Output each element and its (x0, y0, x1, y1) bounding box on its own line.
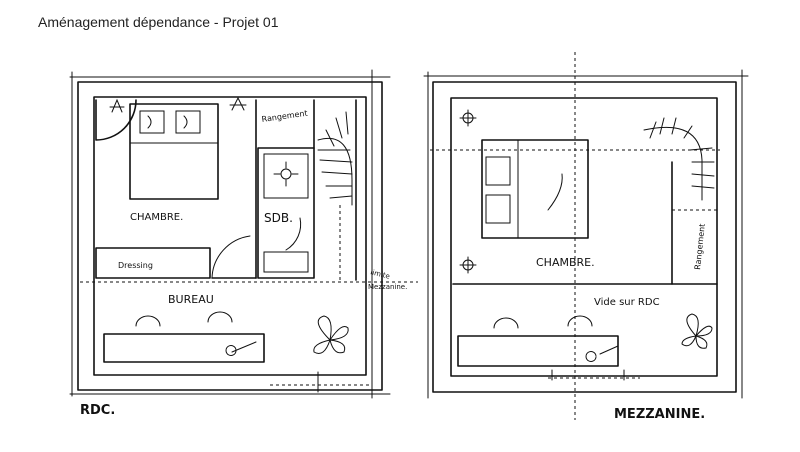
rdc-outer-wall (77, 81, 383, 391)
mezz-stairs (643, 126, 703, 201)
rdc-limit-note-1: limite (370, 268, 391, 281)
rdc-bed (129, 103, 219, 200)
page-title: Aménagement dépendance - Projet 01 (38, 14, 279, 30)
rdc-chambre-label: CHAMBRE. (130, 212, 183, 223)
mezz-plan-label: MEZZANINE. (614, 407, 705, 422)
rdc-sink (263, 251, 309, 273)
mezz-chambre-label: CHAMBRE. (536, 256, 595, 269)
rdc-sdb-label: SDB. (264, 211, 293, 225)
mezz-pillow-top (485, 156, 511, 186)
rdc-desk (103, 333, 265, 363)
rdc-dressing (95, 247, 211, 279)
rdc-dressing-label: Dressing (118, 261, 153, 270)
rdc-shower (263, 153, 309, 199)
mezz-vide-label: Vide sur RDC (594, 297, 660, 308)
mezz-outer-wall (432, 81, 737, 393)
rdc-bathroom (257, 147, 315, 279)
rdc-bureau-label: BUREAU (168, 293, 214, 306)
rdc-pillow-right (175, 110, 201, 134)
mezz-rangement-label: Rangement (693, 223, 707, 270)
rdc-plan: CHAMBRE. SDB. Rangement Dressing BUREAU … (69, 69, 418, 418)
rdc-plant (313, 315, 349, 354)
rdc-stairs (317, 138, 353, 206)
rdc-limit-note-2: Mezzanine. (368, 283, 407, 291)
rdc-entry-door (95, 99, 137, 141)
mezz-pillow-bottom (485, 194, 511, 224)
mezz-plant (681, 313, 713, 349)
mezz-desk-outline (457, 335, 619, 367)
rdc-pillow-left (139, 110, 165, 134)
rdc-inner-wall (93, 96, 367, 376)
mezz-inner-wall (450, 97, 718, 377)
rdc-plan-label: RDC. (80, 403, 115, 418)
mezzanine-plan: CHAMBRE. Rangement Vide sur RDC MEZZANIN… (423, 52, 749, 422)
rdc-rangement-label: Rangement (261, 109, 308, 124)
